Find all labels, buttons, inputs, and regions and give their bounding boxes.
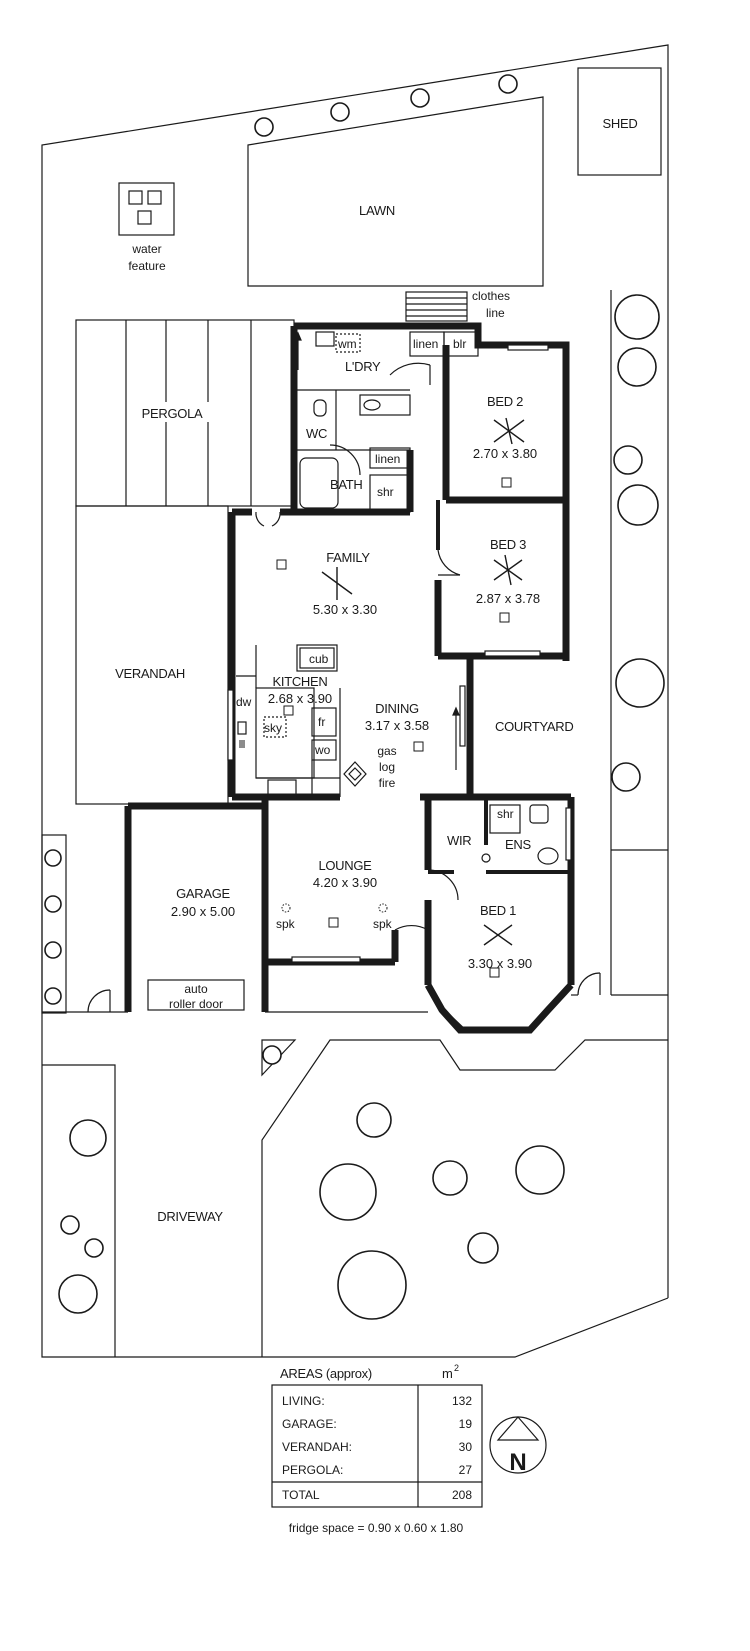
- bed3-size: 2.87 x 3.78: [476, 591, 540, 606]
- north-arrow-icon: N: [489, 1416, 547, 1476]
- area-row-value-verandah: 30: [459, 1440, 473, 1454]
- interior-partitions: [147, 331, 559, 1011]
- areas-unit-superscript: 2: [454, 1363, 459, 1373]
- area-row-value-garage: 19: [459, 1417, 473, 1431]
- garage-label: GARAGE: [176, 886, 230, 901]
- area-row-value-living: 132: [452, 1394, 472, 1408]
- bed2-label: BED 2: [487, 394, 523, 409]
- water-feature: [118, 182, 175, 236]
- area-total-value: 208: [452, 1488, 472, 1502]
- gas-log-fire-label-2: log: [379, 760, 395, 774]
- verandah-label: VERANDAH: [115, 666, 185, 681]
- skylight-label: sky: [264, 721, 282, 735]
- gas-log-fire-label-1: gas: [377, 744, 396, 758]
- fridge-label: fr: [318, 715, 325, 729]
- dishwasher-label: dw: [236, 695, 252, 709]
- bed3-label: BED 3: [490, 537, 526, 552]
- kitchen-label: KITCHEN: [273, 674, 328, 689]
- ensuite-label: ENS: [505, 837, 531, 852]
- water-feature-label-2: feature: [128, 259, 166, 273]
- lounge-label: LOUNGE: [318, 858, 372, 873]
- pergola-label: PERGOLA: [142, 406, 203, 421]
- tree-row-top: [254, 74, 518, 137]
- clothes-line-label-2: line: [486, 306, 505, 320]
- ceiling-vents: [276, 477, 512, 978]
- roller-door-label-2: roller door: [169, 997, 223, 1011]
- lounge-size: 4.20 x 3.90: [313, 875, 377, 890]
- front-yard-lines: [41, 834, 668, 1357]
- linen-label-a: linen: [413, 337, 438, 351]
- shed-label: SHED: [603, 116, 638, 131]
- wir-label: WIR: [447, 833, 471, 848]
- site-boundary: [41, 44, 669, 1358]
- areas-unit: m: [442, 1366, 453, 1381]
- dining-size: 3.17 x 3.58: [365, 718, 429, 733]
- ceiling-fans: [321, 417, 525, 946]
- speaker-label-right: spk: [373, 917, 393, 931]
- areas-heading: AREAS (approx): [280, 1366, 372, 1381]
- area-row-label-pergola: PERGOLA:: [282, 1463, 343, 1477]
- area-row-label-living: LIVING:: [282, 1394, 325, 1408]
- clothes-line: [405, 291, 468, 322]
- courtyard-label: COURTYARD: [495, 719, 573, 734]
- family-label: FAMILY: [326, 550, 370, 565]
- bath-shower-label: shr: [377, 485, 394, 499]
- blr-label: blr: [453, 337, 466, 351]
- lawn: [247, 96, 544, 287]
- lawn-label: LAWN: [359, 203, 395, 218]
- area-row-value-pergola: 27: [459, 1463, 473, 1477]
- wm-label: wm: [337, 337, 357, 351]
- fridge-note: fridge space = 0.90 x 0.60 x 1.80: [289, 1521, 464, 1535]
- trees: [44, 294, 665, 1320]
- windows: [227, 344, 572, 1033]
- kitchen-size: 2.68 x 3.90: [268, 691, 332, 706]
- area-row-label-garage: GARAGE:: [282, 1417, 337, 1431]
- cub-label: cub: [309, 652, 329, 666]
- speaker-label-left: spk: [276, 917, 296, 931]
- clothes-line-label-1: clothes: [472, 289, 510, 303]
- ensuite-shower-label: shr: [497, 807, 514, 821]
- gas-log-fire-label-3: fire: [379, 776, 396, 790]
- house-walls: [124, 322, 575, 1034]
- linen-label-b: linen: [375, 452, 400, 466]
- shed: [577, 67, 662, 176]
- wall-oven-label: wo: [314, 743, 331, 757]
- water-feature-label-1: water: [131, 242, 161, 256]
- bed2-size: 2.70 x 3.80: [473, 446, 537, 461]
- bed1-size: 3.30 x 3.90: [468, 956, 532, 971]
- family-size: 5.30 x 3.30: [313, 602, 377, 617]
- north-label: N: [509, 1449, 526, 1476]
- laundry-label: L'DRY: [345, 359, 381, 374]
- dining-label: DINING: [375, 701, 419, 716]
- verandah: [75, 505, 229, 805]
- area-total-label: TOTAL: [282, 1488, 320, 1502]
- wc-label: WC: [306, 426, 327, 441]
- bed1-label: BED 1: [480, 903, 516, 918]
- garage-size: 2.90 x 5.00: [171, 904, 235, 919]
- areas-table: AREAS (approx) m 2 LIVING: 132 GARAGE: 1…: [271, 1363, 483, 1508]
- roller-door-label-1: auto: [184, 982, 208, 996]
- doors: [87, 331, 601, 1013]
- area-row-label-verandah: VERANDAH:: [282, 1440, 352, 1454]
- bath-label: BATH: [330, 477, 363, 492]
- driveway-label: DRIVEWAY: [157, 1209, 223, 1224]
